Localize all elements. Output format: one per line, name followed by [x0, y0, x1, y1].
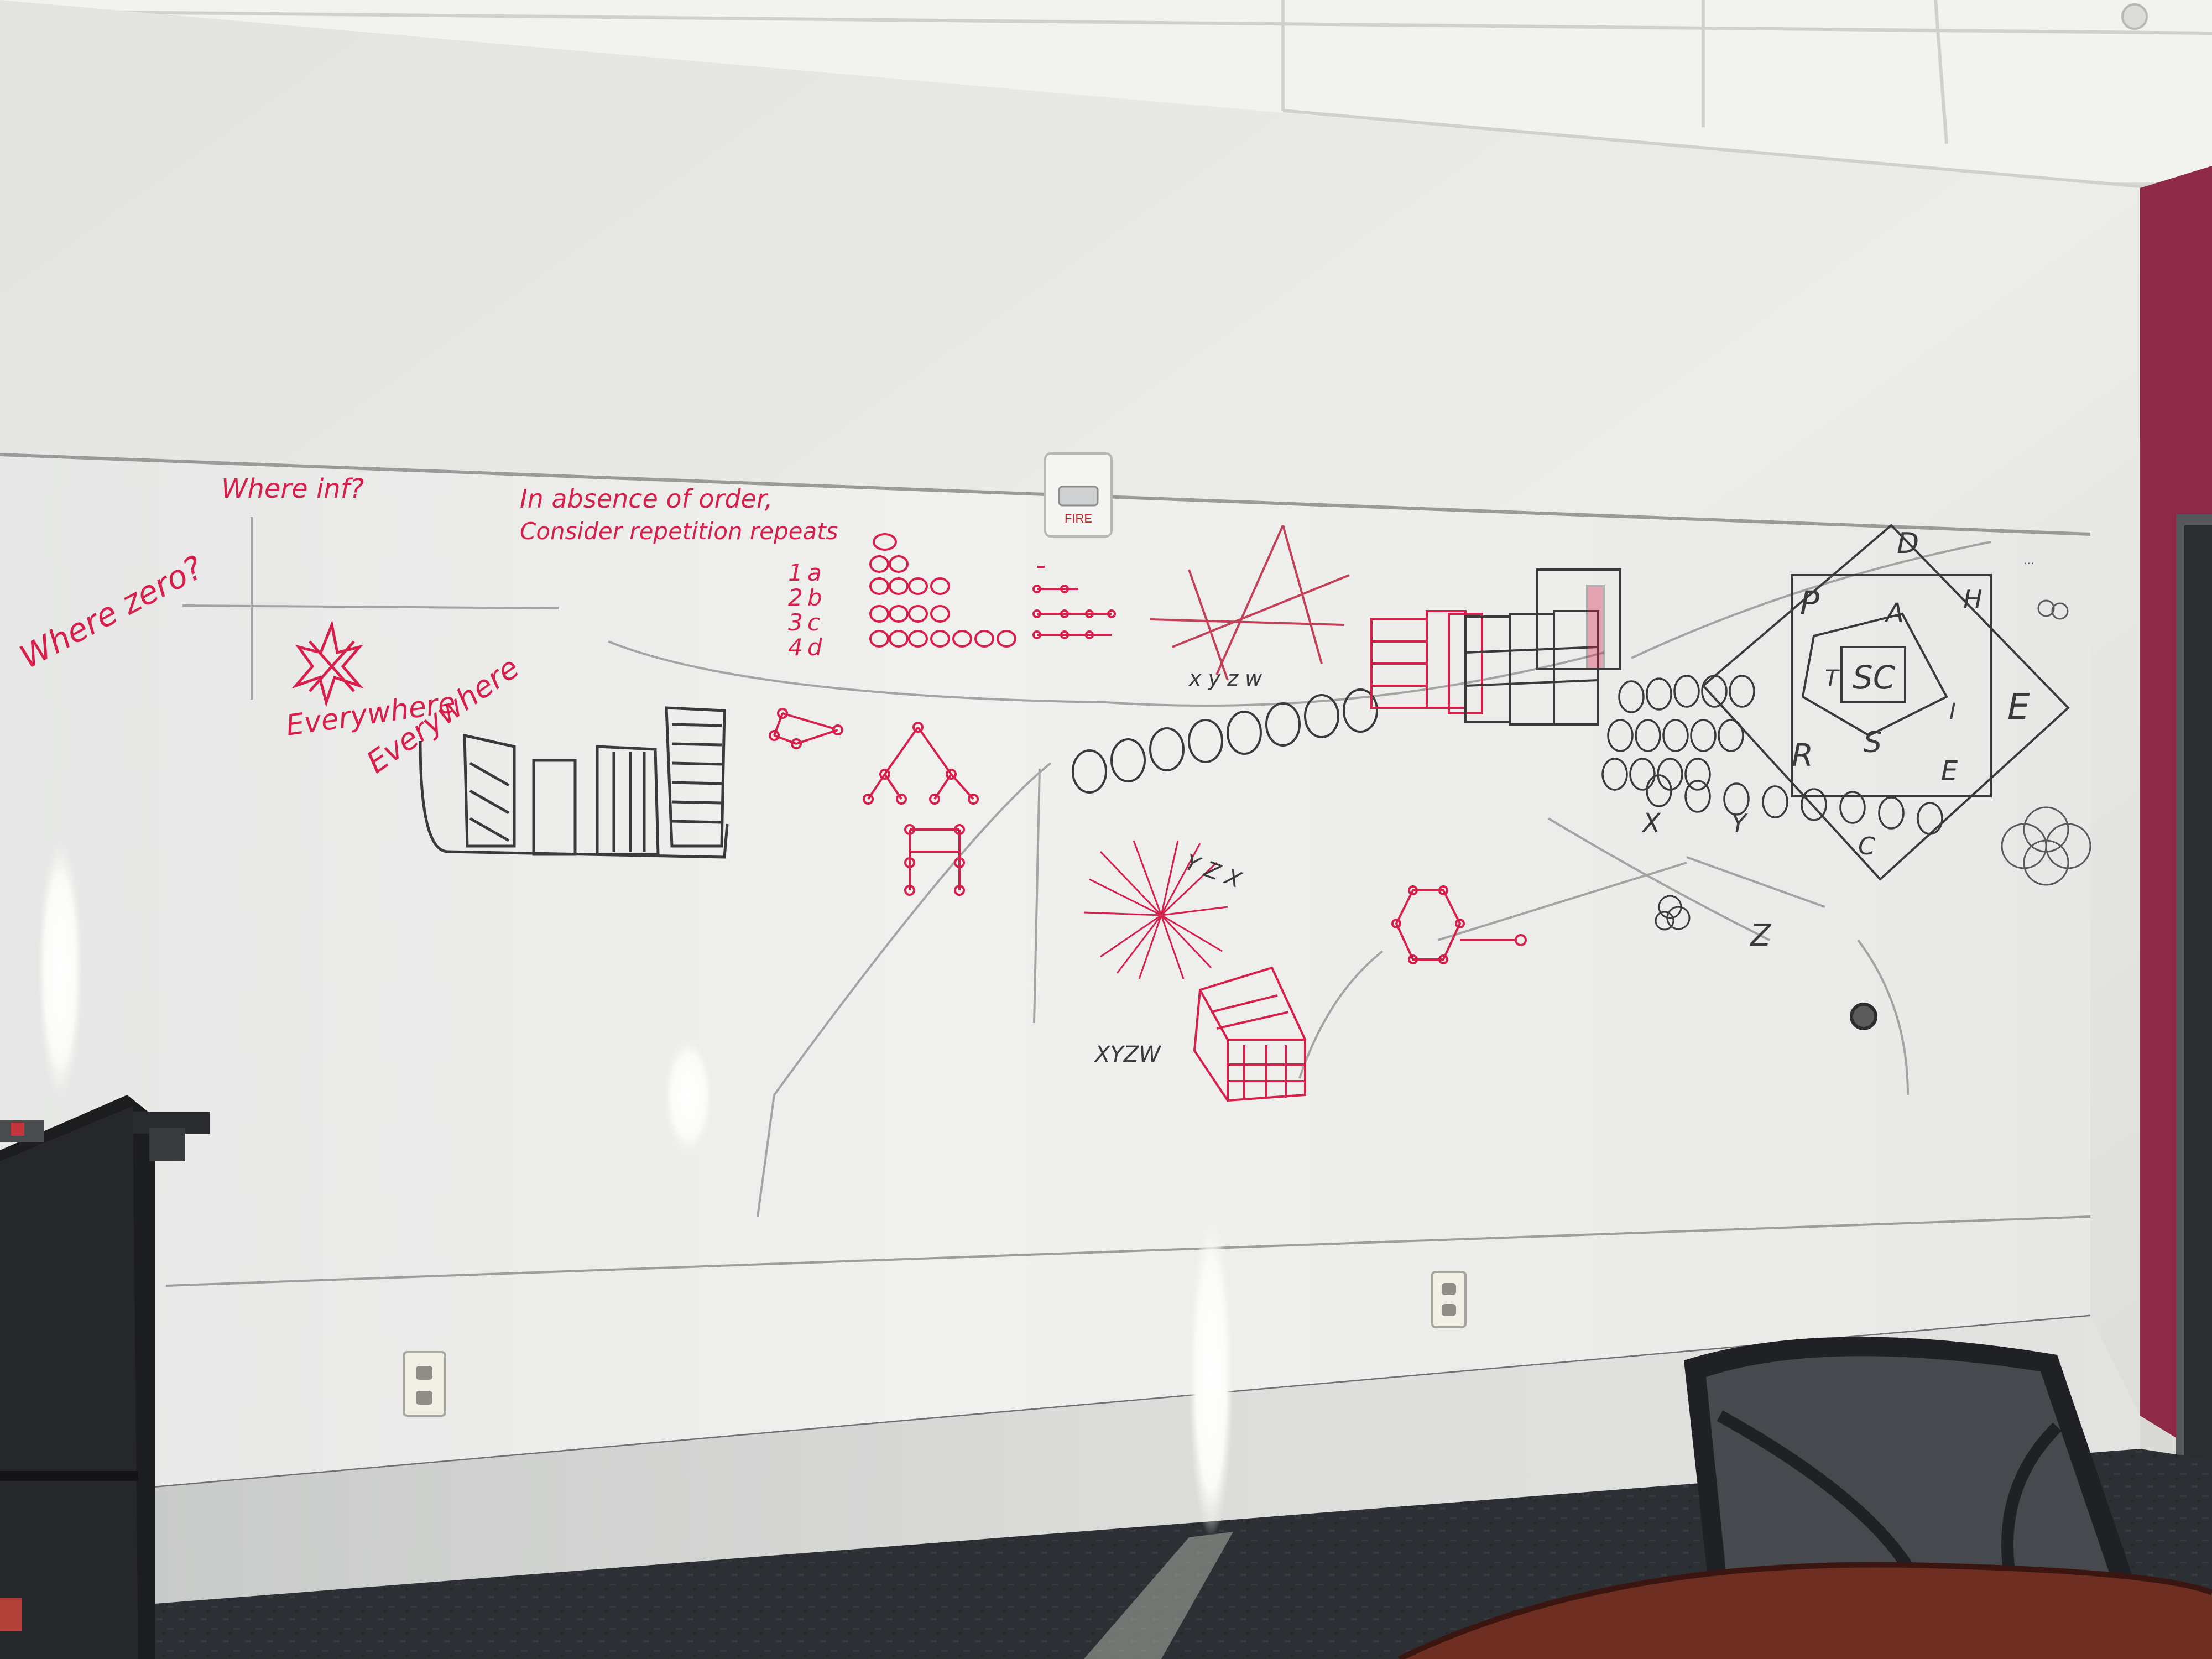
list-number-2: 2 [788, 584, 803, 611]
tree-lattice-sketch [863, 722, 979, 896]
pach-letter-p: P [1800, 584, 1819, 622]
label-axis-x: X [1641, 808, 1661, 839]
sunlight-patches [38, 838, 1233, 1659]
marker-tray [133, 1112, 210, 1161]
label-axis-z: Z [1749, 918, 1771, 953]
list-letter-b: b [807, 584, 822, 611]
dot-chains [1032, 566, 1116, 639]
pach-letter-h: H [1963, 585, 1983, 614]
pach-letter-e: E [1941, 755, 1958, 786]
pach-letter-a: A [1884, 598, 1904, 629]
ceiling-tile-grid [0, 0, 2212, 190]
red-cube-stack [1193, 966, 1306, 1102]
whiteboard-seam [165, 1215, 2091, 1287]
ceiling-sensor [2121, 3, 2148, 30]
fire-alarm-strobe: FIRE [1044, 452, 1113, 538]
pachirse-diagram [1702, 524, 2070, 881]
corner-tiny-note: ... [2024, 554, 2034, 567]
note-absence-line2: Consider repetition repeats [520, 518, 838, 545]
label-axis-y: Y [1731, 808, 1749, 838]
fire-alarm-label: FIRE [1065, 512, 1092, 525]
conference-table-edge [1397, 1562, 2212, 1659]
numbered-list: 1 a 2 b 3 c 4 d [788, 559, 822, 661]
pachirse-letters: D P H A T SC I R S E E [1792, 527, 2030, 786]
red-hexagon [1391, 885, 1527, 964]
red-starburst [1083, 840, 1228, 979]
note-xyzw-label: XYZW [1094, 1042, 1161, 1067]
paren-rows [869, 533, 1016, 648]
paren-chain-black [1072, 688, 1378, 794]
small-graph-sketch [769, 708, 843, 749]
pach-letters-sc: SC [1853, 659, 1896, 696]
pach-letter-t: T [1825, 666, 1840, 691]
note-xyzw-small: x y z w [1188, 666, 1262, 691]
door-glass [2184, 525, 2212, 1465]
pach-letter-i: I [1949, 699, 1956, 724]
whiteboard [0, 453, 2090, 1504]
note-absence-line1: In absence of order, [520, 484, 773, 514]
pach-letter-e2: E [2007, 687, 2030, 728]
list-letter-c: c [807, 609, 820, 636]
list-letter-d: d [807, 634, 822, 661]
pach-letter-r: R [1792, 738, 1813, 774]
faint-sketch-lines [182, 517, 1991, 1217]
list-number-4: 4 [788, 634, 803, 661]
label-axis-c: C [1858, 832, 1875, 860]
list-letter-a: a [807, 559, 822, 586]
scribble-cluster [1655, 895, 1691, 931]
red-star-sketch [291, 620, 364, 707]
paren-chain-right [1601, 675, 1943, 835]
black-box-sketches [419, 706, 729, 859]
list-number-1: 1 [788, 559, 803, 586]
lower-wall [155, 1316, 2140, 1604]
black-block-shelves [1464, 568, 1621, 726]
center-crossing-sketch [1150, 525, 1350, 681]
bookshelf [0, 1095, 155, 1659]
office-chair [1684, 1337, 2151, 1637]
list-number-3: 3 [788, 609, 803, 636]
note-where-inf: Where inf? [221, 473, 364, 504]
wall-knob [1850, 1003, 1877, 1030]
flower-scribble-right [2001, 599, 2091, 886]
outlet-left [403, 1351, 446, 1417]
pach-letter-d: D [1897, 527, 1919, 560]
conference-table [1399, 1564, 2212, 1659]
outlet-center [1431, 1271, 1467, 1328]
pach-letter-s: S [1864, 726, 1882, 759]
